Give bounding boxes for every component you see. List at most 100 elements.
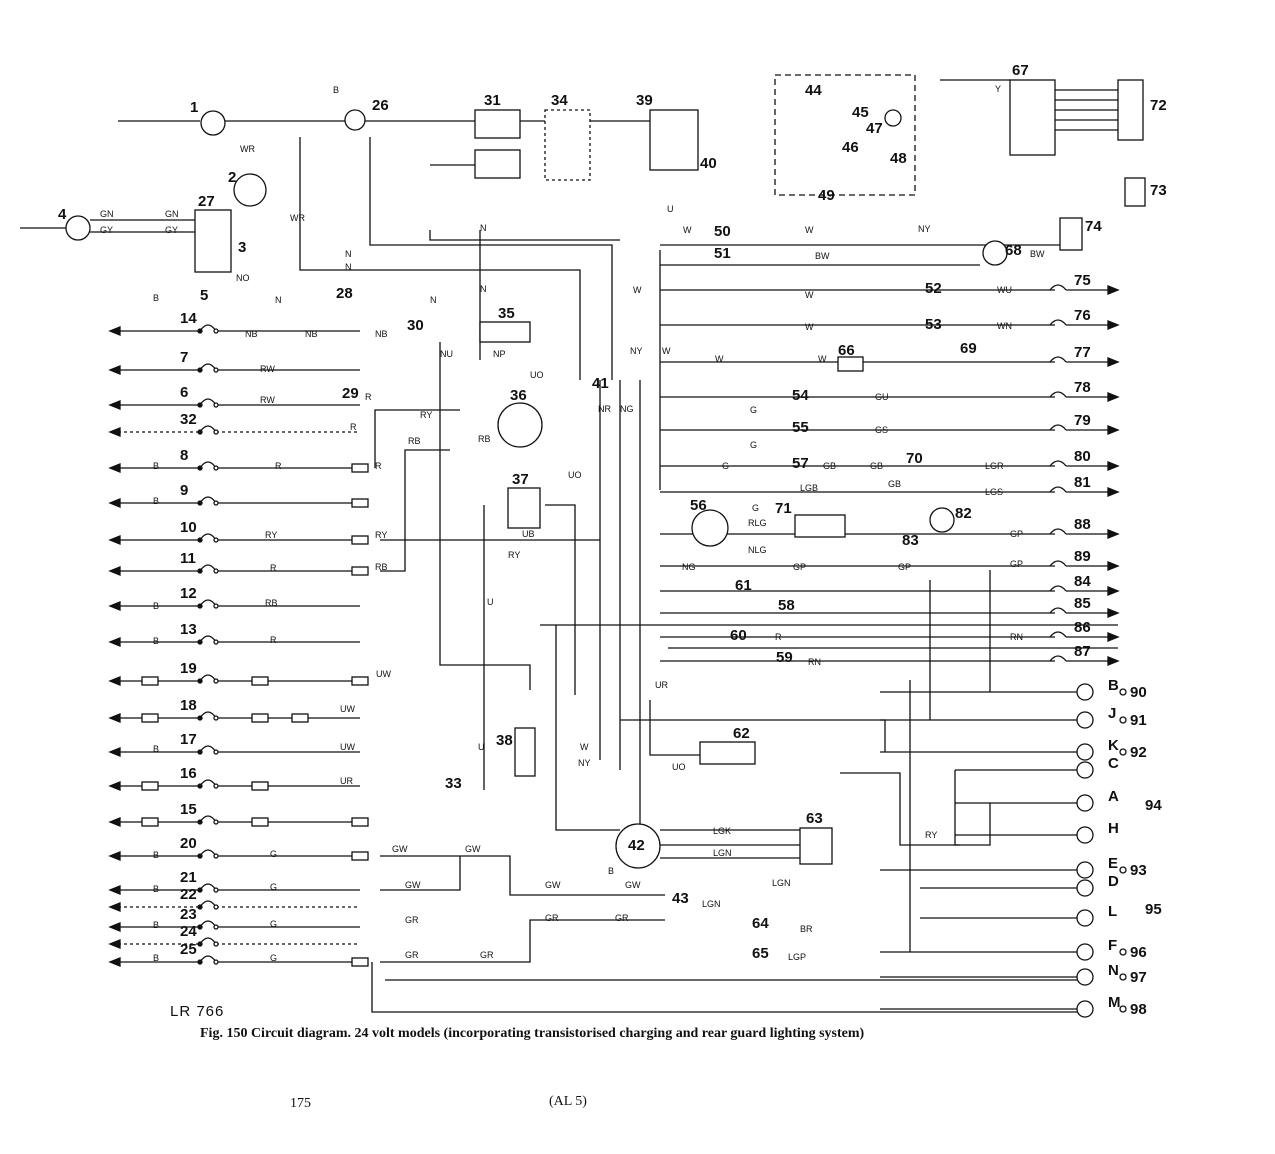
- bulb-icon: [1049, 631, 1067, 638]
- component-number-30: 30: [407, 317, 424, 334]
- component-number-9: 9: [180, 482, 188, 499]
- component-number-71: 71: [775, 500, 792, 517]
- wire-code: W: [818, 354, 827, 364]
- bulb-icon: [1049, 607, 1067, 614]
- wire-code: NY: [630, 346, 643, 356]
- component-27: [194, 209, 232, 273]
- component-31b: [474, 149, 521, 179]
- wire-code: B: [153, 744, 159, 754]
- component-63: [799, 827, 833, 865]
- terminal-dot: [1119, 948, 1127, 956]
- wire-code: LGK: [713, 826, 731, 836]
- terminal-dot: [197, 639, 203, 645]
- component-number-53: 53: [925, 316, 942, 333]
- component-number-69: 69: [960, 340, 977, 357]
- component-number-33: 33: [445, 775, 462, 792]
- connector-icon: [251, 713, 269, 723]
- harness-link: [840, 772, 960, 846]
- wire-code: RB: [375, 562, 388, 572]
- component-number-66: 66: [838, 342, 855, 359]
- wire-code: R: [270, 635, 277, 645]
- component-number-36: 36: [510, 387, 527, 404]
- socket-pin-91: [1076, 711, 1094, 729]
- wire-code: BR: [800, 924, 813, 934]
- arrow-icon: [1107, 656, 1120, 666]
- wire-code: NG: [620, 404, 634, 414]
- bulb-icon: [1049, 486, 1067, 493]
- wire-code: LGS: [985, 487, 1003, 497]
- wire-code: R: [775, 632, 782, 642]
- component-68: [982, 240, 1008, 266]
- harness-link: [371, 962, 1078, 1013]
- component-number-91: 91: [1130, 712, 1147, 729]
- wire-code: N: [430, 295, 437, 305]
- component-number-37: 37: [512, 471, 529, 488]
- wire-code: RLG: [748, 518, 767, 528]
- wire-code: G: [722, 461, 729, 471]
- arrow-icon: [108, 463, 121, 473]
- wire-code: R: [350, 422, 357, 432]
- component-71: [794, 514, 846, 538]
- terminal-letter: B: [1108, 677, 1119, 694]
- component-number-55: 55: [792, 419, 809, 436]
- connector-icon: [141, 713, 159, 723]
- wire-code: NR: [598, 404, 611, 414]
- arrow-icon: [108, 326, 121, 336]
- arrow-icon: [108, 427, 121, 437]
- terminal-dot: [213, 328, 219, 334]
- component-number-59: 59: [776, 649, 793, 666]
- wire-code: N: [345, 249, 352, 259]
- terminal-dot: [197, 904, 203, 910]
- component-number-65: 65: [752, 945, 769, 962]
- component-62: [699, 741, 756, 765]
- terminal-dot: [213, 429, 219, 435]
- component-number-8: 8: [180, 447, 188, 464]
- arrow-icon: [108, 957, 121, 967]
- wire-code: R: [270, 563, 277, 573]
- wire-code: RY: [265, 530, 277, 540]
- wire-code: RY: [508, 550, 520, 560]
- component-66: [837, 356, 864, 372]
- component-number-74: 74: [1085, 218, 1102, 235]
- wire-code: GN: [165, 209, 179, 219]
- terminal-dot: [213, 783, 219, 789]
- component-35: [479, 321, 531, 343]
- bulb-icon: [1049, 655, 1067, 662]
- arrow-icon: [1107, 608, 1120, 618]
- connector-icon: [351, 498, 369, 508]
- wire-code: U: [478, 742, 485, 752]
- wire-code: UO: [530, 370, 544, 380]
- component-47: [884, 109, 902, 127]
- terminal-dot: [213, 941, 219, 947]
- wire-code: B: [153, 636, 159, 646]
- wire-code: NO: [236, 273, 250, 283]
- harness-link: [620, 719, 886, 752]
- arrow-icon: [108, 747, 121, 757]
- wire-code: UR: [655, 680, 668, 690]
- drawing-reference: LR 766: [170, 1003, 225, 1020]
- connector-icon: [351, 851, 369, 861]
- component-number-72: 72: [1150, 97, 1167, 114]
- harness-trunk: [545, 504, 576, 695]
- terminal-letter: A: [1108, 788, 1119, 805]
- terminal-letter: E: [1108, 855, 1118, 872]
- component-number-58: 58: [778, 597, 795, 614]
- component-number-54: 54: [792, 387, 809, 404]
- wire-code: NB: [375, 329, 388, 339]
- component-number-86: 86: [1074, 619, 1091, 636]
- component-number-96: 96: [1130, 944, 1147, 961]
- wire-code: G: [750, 405, 757, 415]
- wire-code: RN: [1010, 632, 1023, 642]
- wiring-lines: [20, 79, 1118, 1013]
- component-number-62: 62: [733, 725, 750, 742]
- component-31: [474, 109, 521, 139]
- component-2: [233, 173, 267, 207]
- wire-code: LGN: [702, 899, 721, 909]
- component-number-29: 29: [342, 385, 359, 402]
- component-number-26: 26: [372, 97, 389, 114]
- terminal-dot: [197, 328, 203, 334]
- component-number-57: 57: [792, 455, 809, 472]
- terminal-dot: [197, 924, 203, 930]
- arrow-icon: [108, 566, 121, 576]
- component-72: [1117, 79, 1144, 141]
